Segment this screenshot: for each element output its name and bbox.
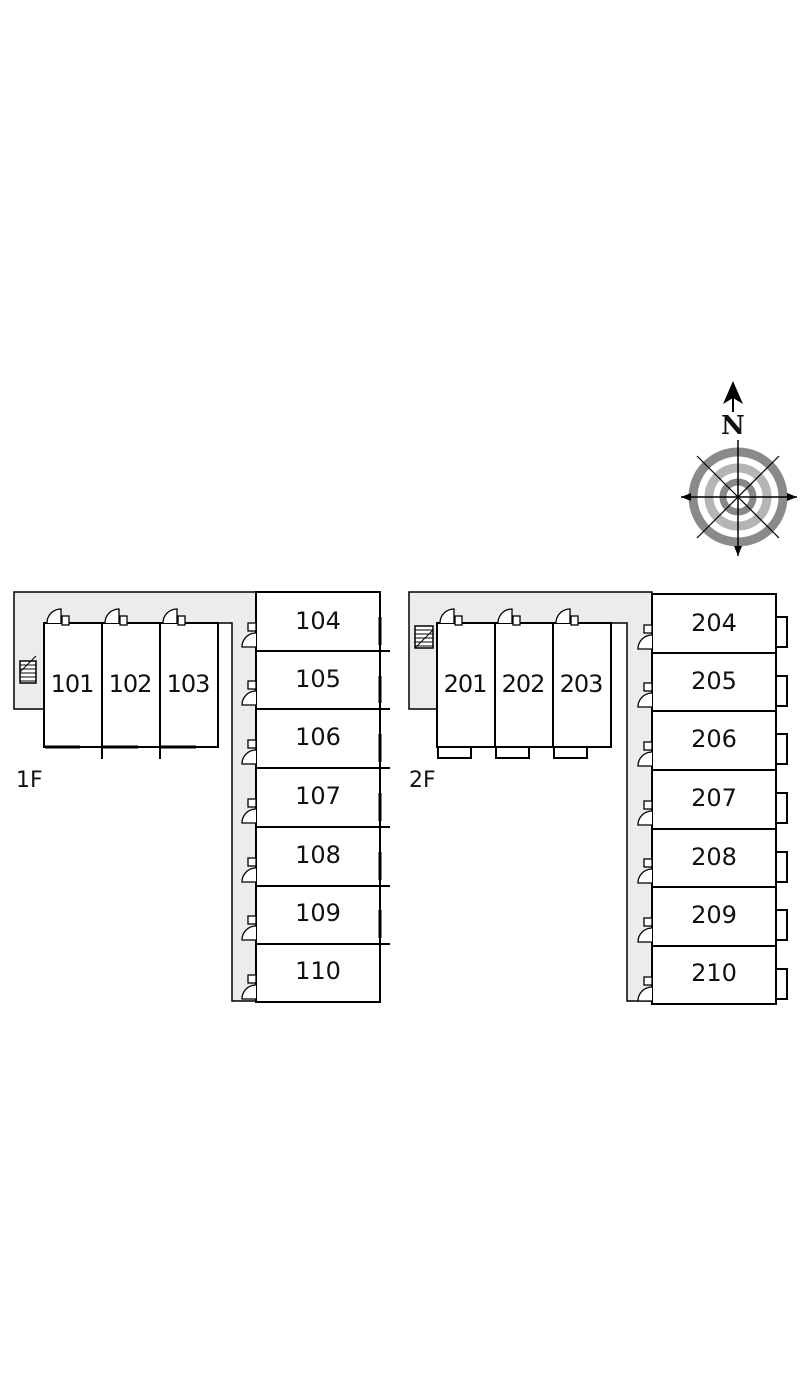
room-label-201: 201 [443, 670, 488, 698]
door-icon [241, 622, 257, 1000]
room-label-106: 106 [295, 723, 341, 751]
floor-2-plan [408, 591, 788, 1005]
floor-1-plan [13, 591, 390, 1003]
room-label-208: 208 [691, 843, 737, 871]
room-101-outline [43, 622, 219, 748]
north-arrow-icon [723, 381, 743, 412]
room-label-105: 105 [295, 665, 341, 693]
floor-label-2f: 2F [409, 768, 436, 793]
room-label-103: 103 [166, 670, 211, 698]
door-icon [637, 624, 653, 1002]
room-label-209: 209 [691, 901, 737, 929]
room-label-102: 102 [108, 670, 153, 698]
side-rooms-block [255, 591, 381, 1003]
room-label-207: 207 [691, 784, 737, 812]
room-label-204: 204 [691, 609, 737, 637]
north-label: N [721, 411, 745, 441]
stairs-icon [414, 625, 434, 649]
room-label-205: 205 [691, 667, 737, 695]
stairs-icon [19, 655, 37, 684]
room-201-outline [436, 622, 612, 748]
side-rooms-block-2f [651, 593, 777, 1005]
floor-label-1f: 1F [16, 768, 43, 793]
room-label-104: 104 [295, 607, 341, 635]
room-label-107: 107 [295, 782, 341, 810]
room-label-108: 108 [295, 841, 341, 869]
room-label-110: 110 [295, 957, 341, 985]
room-label-202: 202 [501, 670, 546, 698]
room-label-101: 101 [50, 670, 95, 698]
room-label-206: 206 [691, 725, 737, 753]
room-label-109: 109 [295, 899, 341, 927]
door-icon [46, 608, 186, 626]
door-icon [439, 608, 579, 626]
room-label-210: 210 [691, 959, 737, 987]
room-label-203: 203 [559, 670, 604, 698]
compass-rose-icon [681, 440, 797, 556]
